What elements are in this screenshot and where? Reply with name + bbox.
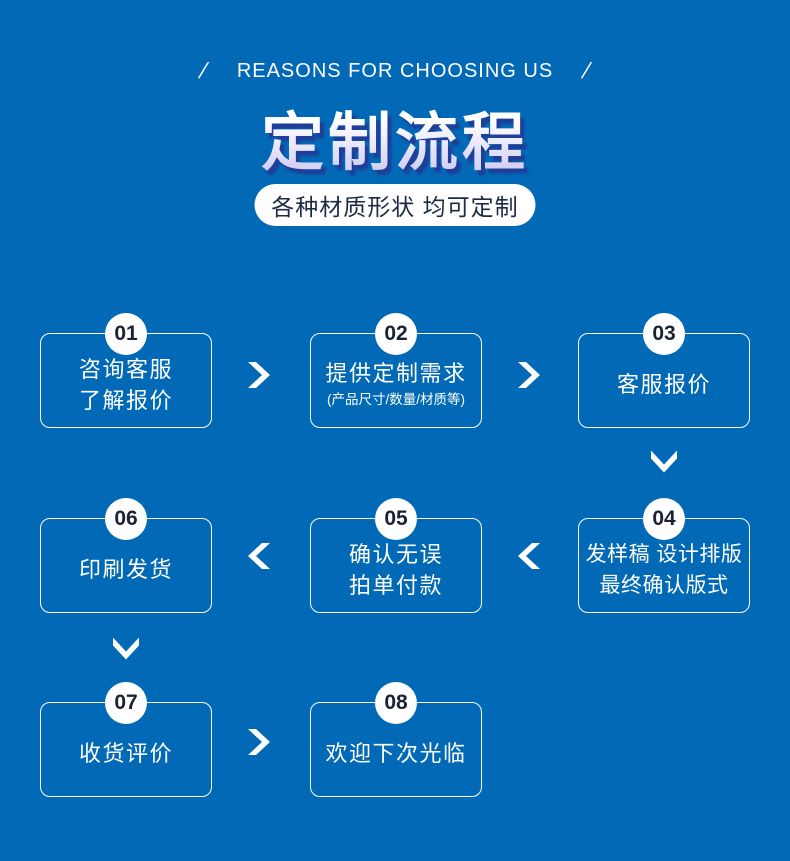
- step-number: 04: [652, 507, 676, 530]
- step-number: 06: [114, 507, 138, 530]
- page-title: 定制流程: [0, 92, 790, 183]
- step-text-line1: 欢迎下次光临: [325, 741, 467, 766]
- step-text: 提供定制需求 (产品尺寸/数量/材质等): [325, 350, 466, 411]
- chevron-left-icon: [248, 543, 270, 569]
- step-text: 客服报价: [617, 361, 711, 400]
- flow-step-05: 05 确认无误 拍单付款: [310, 498, 482, 613]
- step-text-line1: 客服报价: [616, 372, 711, 397]
- flow-step-02: 02 提供定制需求 (产品尺寸/数量/材质等): [310, 313, 482, 428]
- step-number-badge: 08: [375, 682, 417, 724]
- step-number-badge: 05: [375, 498, 417, 540]
- step-text-line1: 发样稿 设计排版: [585, 542, 743, 566]
- step-text-line1: 印刷发货: [78, 557, 173, 582]
- step-number: 05: [384, 507, 408, 530]
- flow-step-01: 01 咨询客服 了解报价: [40, 313, 212, 428]
- chevron-right-icon: [248, 729, 270, 755]
- step-text: 确认无误 拍单付款: [349, 531, 443, 601]
- step-text-line1: 确认无误: [348, 541, 443, 567]
- step-number: 02: [384, 322, 408, 345]
- right-slash-decoration: /: [581, 58, 593, 83]
- step-text: 收货评价: [79, 730, 173, 769]
- flow-step-07: 07 收货评价: [40, 682, 212, 797]
- chevron-right-icon: [248, 362, 270, 388]
- step-number: 07: [114, 691, 138, 714]
- flow-step-08: 08 欢迎下次光临: [310, 682, 482, 797]
- step-text-line2: 最终确认版式: [599, 573, 729, 597]
- step-text-line1: 咨询客服: [78, 356, 173, 382]
- step-number-badge: 04: [643, 498, 685, 540]
- step-number: 01: [114, 322, 138, 345]
- step-text-line2: 拍单付款: [348, 572, 443, 598]
- subtitle-badge: 各种材质形状 均可定制: [254, 184, 536, 226]
- step-number-badge: 03: [643, 313, 685, 355]
- step-text: 咨询客服 了解报价: [79, 346, 173, 416]
- step-text-line1: 收货评价: [78, 741, 173, 766]
- step-number-badge: 01: [105, 313, 147, 355]
- left-slash-decoration: /: [198, 58, 209, 83]
- step-number-badge: 07: [105, 682, 147, 724]
- step-text: 欢迎下次光临: [325, 730, 466, 769]
- step-text: 发样稿 设计排版 最终确认版式: [586, 531, 743, 601]
- flow-step-04: 04 发样稿 设计排版 最终确认版式: [578, 498, 750, 613]
- flow-step-03: 03 客服报价: [578, 313, 750, 428]
- chevron-down-icon: [113, 637, 139, 660]
- chevron-right-icon: [518, 362, 540, 388]
- eyebrow-text: REASONS FOR CHOOSING US: [236, 59, 554, 82]
- chevron-down-icon: [651, 450, 677, 473]
- section-eyebrow: / REASONS FOR CHOOSING US /: [0, 58, 790, 84]
- step-text: 印刷发货: [79, 546, 173, 585]
- step-number-badge: 06: [105, 498, 147, 540]
- step-text-line2: (产品尺寸/数量/材质等): [326, 392, 465, 407]
- step-number: 03: [652, 322, 676, 345]
- chevron-left-icon: [518, 543, 540, 569]
- step-number: 08: [384, 691, 408, 714]
- step-text-line2: 了解报价: [78, 387, 173, 413]
- step-text-line1: 提供定制需求: [325, 361, 467, 386]
- flow-step-06: 06 印刷发货: [40, 498, 212, 613]
- step-number-badge: 02: [375, 313, 417, 355]
- subtitle-text: 各种材质形状 均可定制: [271, 194, 519, 220]
